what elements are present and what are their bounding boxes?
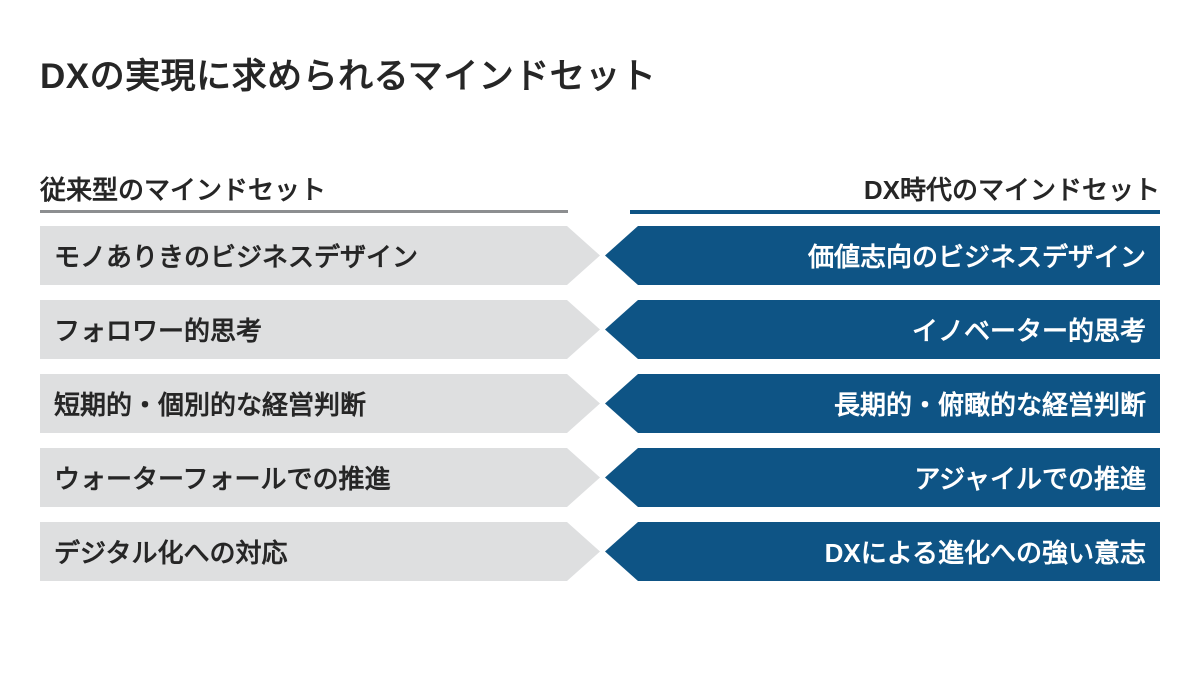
dx-mindset-arrow: イノベーター的思考 [605,300,1160,359]
traditional-header-underline [40,210,568,213]
dx-mindset-label: DXによる進化への強い意志 [824,538,1146,568]
traditional-mindset-label: フォロワー的思考 [54,316,263,346]
traditional-mindset-arrow: フォロワー的思考 [40,300,600,359]
traditional-mindset-arrow: 短期的・個別的な経営判断 [40,374,600,433]
comparison-row: ウォーターフォールでの推進 アジャイルでの推進 [40,448,1160,507]
dx-mindset-label: アジャイルでの推進 [914,464,1146,494]
comparison-row: モノありきのビジネスデザイン 価値志向のビジネスデザイン [40,226,1160,285]
traditional-mindset-label: ウォーターフォールでの推進 [54,464,391,494]
comparison-row: 短期的・個別的な経営判断 長期的・俯瞰的な経営判断 [40,374,1160,433]
traditional-mindset-label: 短期的・個別的な経営判断 [54,390,367,420]
traditional-mindset-arrow: ウォーターフォールでの推進 [40,448,600,507]
dx-header-underline [630,210,1160,214]
dx-mindset-arrow: 長期的・俯瞰的な経営判断 [605,374,1160,433]
dx-mindset-label: 長期的・俯瞰的な経営判断 [833,390,1146,420]
dx-mindset-arrow: DXによる進化への強い意志 [605,522,1160,581]
dx-mindset-label: イノベーター的思考 [911,316,1146,346]
dx-mindset-label: 価値志向のビジネスデザイン [807,242,1146,272]
comparison-row: フォロワー的思考 イノベーター的思考 [40,300,1160,359]
traditional-mindset-arrow: デジタル化への対応 [40,522,600,581]
page-title: DXの実現に求められるマインドセット [40,57,657,96]
traditional-mindset-header: 従来型のマインドセット [40,175,327,205]
traditional-mindset-label: デジタル化への対応 [54,538,288,568]
dx-mindset-arrow: 価値志向のビジネスデザイン [605,226,1160,285]
traditional-mindset-label: モノありきのビジネスデザイン [54,242,419,272]
traditional-mindset-arrow: モノありきのビジネスデザイン [40,226,600,285]
dx-mindset-header: DX時代のマインドセット [863,175,1160,205]
comparison-rows: モノありきのビジネスデザイン 価値志向のビジネスデザイン フォロワー的思考 イノ… [40,226,1160,581]
dx-mindset-arrow: アジャイルでの推進 [605,448,1160,507]
comparison-row: デジタル化への対応 DXによる進化への強い意志 [40,522,1160,581]
